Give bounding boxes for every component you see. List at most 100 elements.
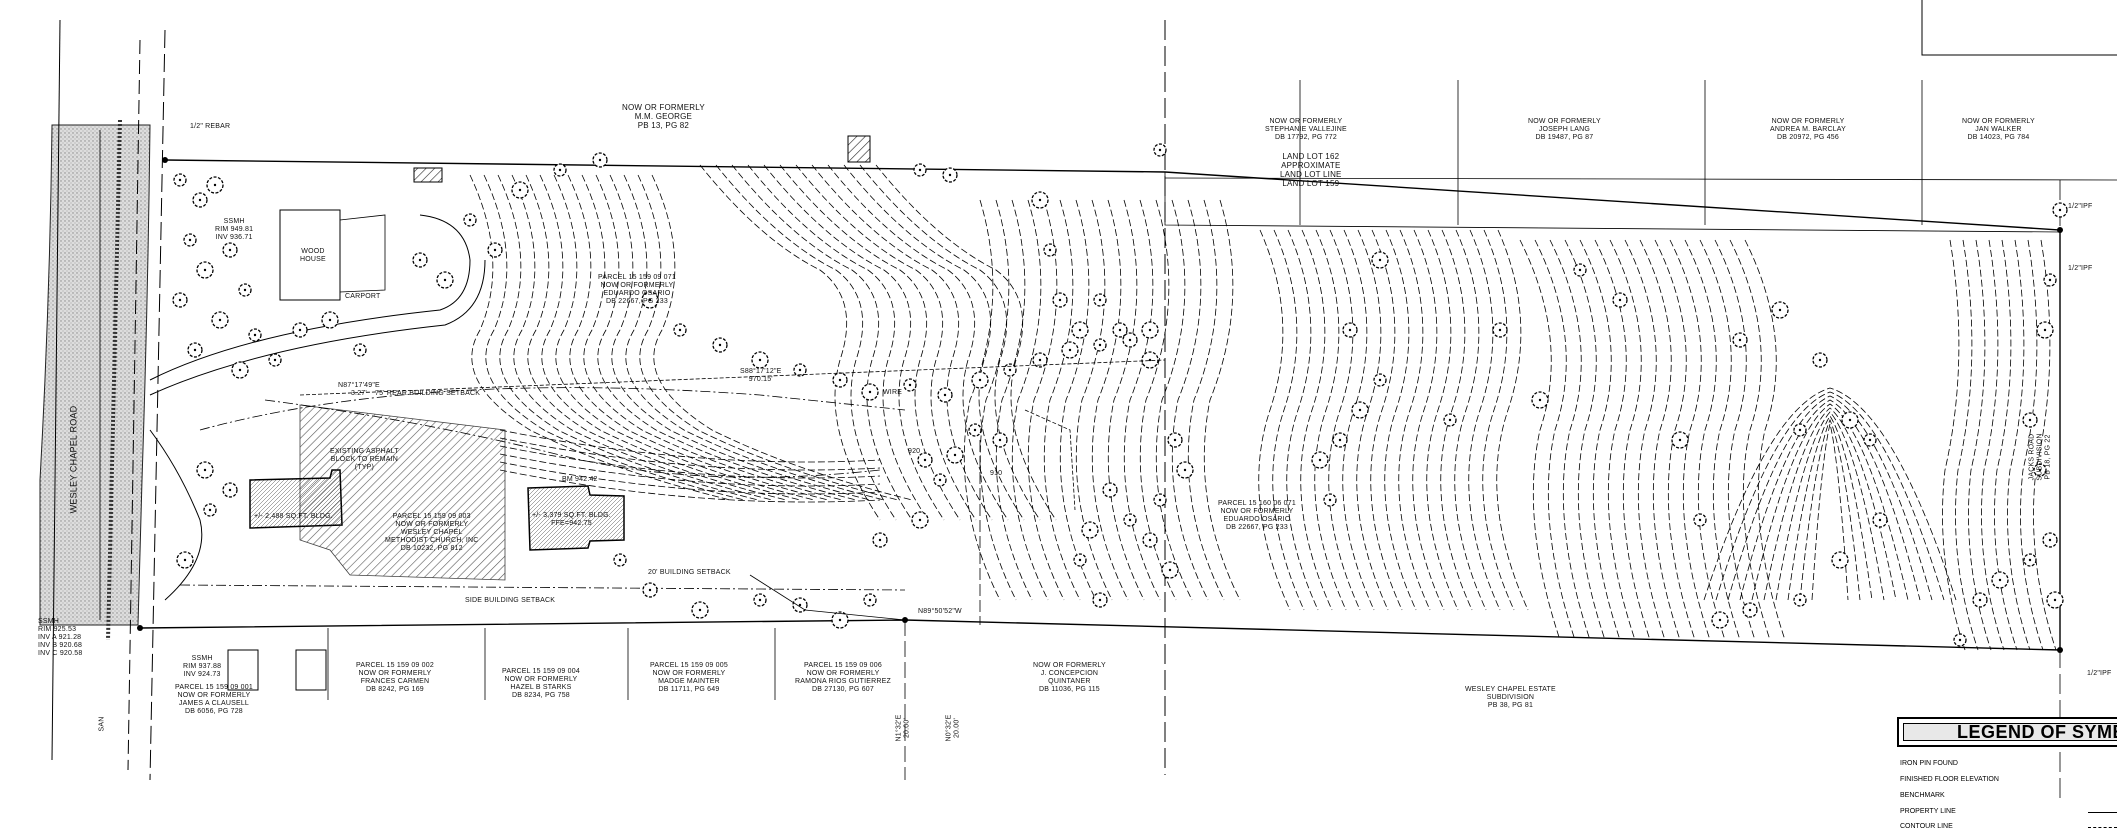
tree-center xyxy=(973,428,977,432)
parcel-clausell-label: PARCEL 15 159 09 001 NOW OR FORMERLY JAM… xyxy=(175,684,253,715)
tree-center xyxy=(1078,558,1082,562)
contour xyxy=(1799,418,1861,601)
tree-center xyxy=(1158,148,1162,152)
contour xyxy=(483,174,745,501)
bearing-bottom-1-label: N1°32'E 20.00' xyxy=(895,714,911,742)
iron-pin-label-right-bottom: 1/2"IPF xyxy=(2087,670,2112,677)
contour xyxy=(553,174,815,501)
legend-title: LEGEND OF SYMB xyxy=(1957,722,2117,742)
tree-center xyxy=(1578,268,1582,272)
tree-center xyxy=(1183,468,1187,472)
elevation-910-label: 910 xyxy=(990,470,1003,477)
tree-center xyxy=(1148,538,1152,542)
tree-center xyxy=(273,358,277,362)
contour xyxy=(1075,199,1113,601)
neighbor-george-label: NOW OR FORMERLY M.M. GEORGE PB 13, PG 82 xyxy=(622,103,705,130)
tree-center xyxy=(1358,408,1362,412)
tree-center xyxy=(943,393,947,397)
bearing-3-label: N89°50'52"W xyxy=(918,608,962,615)
contour xyxy=(1496,229,1529,611)
rear-setback-label: 75' REAR BUILDING SETBACK xyxy=(375,390,481,397)
contour xyxy=(963,199,1001,601)
tree-center xyxy=(953,453,957,457)
tree-center xyxy=(1498,328,1502,332)
contour xyxy=(539,174,801,501)
legend-symbol-property-line xyxy=(2088,812,2117,813)
tree-center xyxy=(298,328,302,332)
tree-center xyxy=(1098,598,1102,602)
contour xyxy=(699,164,881,521)
contour xyxy=(1328,229,1361,611)
tree-center xyxy=(228,488,232,492)
tree-center xyxy=(203,268,207,272)
contour xyxy=(1342,229,1375,611)
tree-center xyxy=(1868,438,1872,442)
tree-center xyxy=(2058,208,2062,212)
tree-center xyxy=(183,558,187,562)
contour xyxy=(1286,229,1319,611)
contour xyxy=(1639,239,1681,641)
tree-center xyxy=(2028,558,2032,562)
tree-center xyxy=(1618,298,1622,302)
tree-center xyxy=(878,538,882,542)
tree-center xyxy=(1958,638,1962,642)
contour xyxy=(1994,239,2018,651)
tree-center xyxy=(1798,598,1802,602)
contour xyxy=(1763,407,1897,601)
contour xyxy=(499,437,881,471)
contour xyxy=(795,164,977,521)
tree-center xyxy=(1048,248,1052,252)
contour xyxy=(1356,229,1389,611)
wesley-estate-label: WESLEY CHAPEL ESTATE SUBDIVISION PB 38, … xyxy=(1465,686,1556,709)
legend-item-benchmark: BENCHMARK xyxy=(1900,792,1945,799)
iron-pin-label-right-top: 1/2"IPF xyxy=(2068,203,2093,210)
contour xyxy=(581,174,843,501)
road-name-label: WESLEY CHAPEL ROAD xyxy=(68,405,79,514)
tree-center xyxy=(558,168,562,172)
tree-center xyxy=(2043,328,2047,332)
neighbor-vallejo-label: NOW OR FORMERLY STEPHANIE VALLEJINE DB 1… xyxy=(1265,118,1347,141)
parcel-mainter-label: PARCEL 15 159 09 005 NOW OR FORMERLY MAD… xyxy=(650,662,728,693)
tree-center xyxy=(238,368,242,372)
contour xyxy=(1714,239,1756,641)
tree-center xyxy=(468,218,472,222)
tree-center xyxy=(1148,328,1152,332)
asphalt-area xyxy=(299,404,506,581)
tree-center xyxy=(1173,438,1177,442)
tree-center xyxy=(493,248,497,252)
legend-item-property-line: PROPERTY LINE xyxy=(1900,808,1956,815)
tree-center xyxy=(1698,518,1702,522)
tree-center xyxy=(2048,538,2052,542)
contour xyxy=(1942,239,1966,651)
tree-center xyxy=(1038,198,1042,202)
tree-center xyxy=(1718,618,1722,622)
contour xyxy=(875,164,1057,521)
wire-label: WIRE xyxy=(883,389,903,396)
contour xyxy=(1739,399,1921,601)
tree-center xyxy=(1078,328,1082,332)
tree-center xyxy=(1328,498,1332,502)
property-boundary xyxy=(139,0,2117,800)
parcel-east-label: PARCEL 15 160 06 071 NOW OR FORMERLY EDU… xyxy=(1218,500,1296,531)
contour xyxy=(731,164,913,521)
contour xyxy=(499,429,881,463)
contour xyxy=(1482,229,1515,611)
elevation-920-label: 920 xyxy=(908,448,921,455)
contour xyxy=(623,174,885,501)
bearing-bottom-2-label: N0°32'E 20.00' xyxy=(945,714,961,742)
existing-asphalt-label: EXISTING ASPHALT BLOCK TO REMAIN (TYP) xyxy=(330,448,399,471)
tree-symbols xyxy=(172,143,2068,647)
tree-center xyxy=(1848,418,1852,422)
tree-center xyxy=(698,608,702,612)
contour xyxy=(979,199,1017,601)
legend-item-finished-floor: FINISHED FLOOR ELEVATION xyxy=(1900,776,1999,783)
tree-center xyxy=(798,368,802,372)
contour xyxy=(1775,411,1885,601)
tree-center xyxy=(678,328,682,332)
contour xyxy=(1519,239,1561,641)
tree-center xyxy=(1818,358,1822,362)
contour xyxy=(779,164,961,521)
tree-center xyxy=(1748,608,1752,612)
tree-center xyxy=(2038,468,2042,472)
tree-center xyxy=(1338,438,1342,442)
